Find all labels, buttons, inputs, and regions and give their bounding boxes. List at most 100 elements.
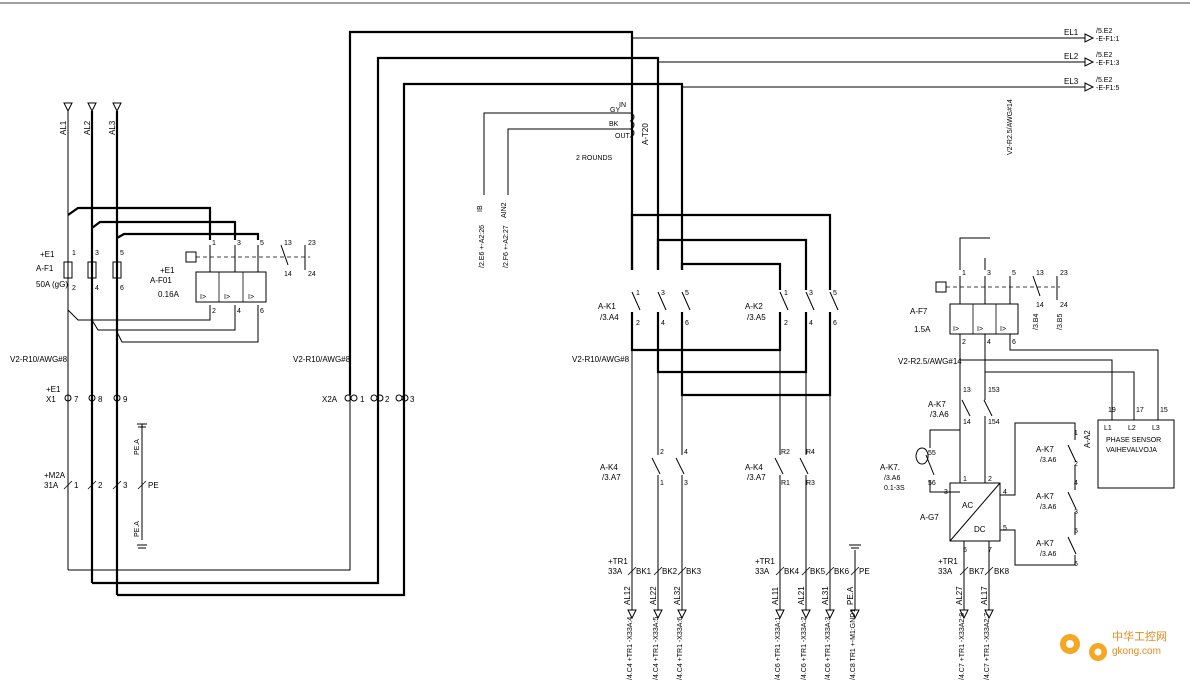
f7-tag: A-F7 xyxy=(910,307,928,316)
f7-term: 3 xyxy=(987,270,991,277)
k4b-term: R3 xyxy=(806,480,815,487)
el1-ref2: -E-F1:1 xyxy=(1096,36,1119,43)
x2a-term: 3 xyxy=(410,395,415,404)
relay-term: 3 xyxy=(237,240,241,247)
el3-ref: /5.E2 xyxy=(1096,77,1112,84)
ct-ref2: /2.F6 +-A2:27 xyxy=(503,225,510,268)
wire-al11: AL11 xyxy=(771,586,780,605)
ct-rounds: 2 ROUNDS xyxy=(576,155,613,162)
wire-pea: PE.A xyxy=(846,586,855,605)
el1-label: EL1 xyxy=(1064,28,1079,37)
k4b-ref: /3.A7 xyxy=(747,473,766,482)
fuse-a-f1 xyxy=(63,261,122,279)
relay-term: 6 xyxy=(260,308,264,315)
ct-out: OUT xyxy=(615,133,631,140)
phase-l: L2 xyxy=(1128,425,1136,432)
relay-term: 2 xyxy=(212,308,216,315)
el3-label: EL3 xyxy=(1064,77,1079,86)
cable-left: V2-R10/AWG#8 xyxy=(10,355,68,364)
k7r-term: 4 xyxy=(1074,480,1078,487)
svg-text:I>: I> xyxy=(224,294,230,301)
el3-ref2: -E-F1:5 xyxy=(1096,85,1119,92)
k4a-term: 4 xyxy=(684,449,688,456)
k2-term: 2 xyxy=(784,320,788,327)
k2-term: 1 xyxy=(784,290,788,297)
ref-a3: /4.C4 +TR1 -X33A:6 xyxy=(677,617,684,680)
k4b-tag: A-K4 xyxy=(745,463,763,472)
tr1a-rating: 33A xyxy=(608,567,623,576)
m2a-rating: 31A xyxy=(44,481,59,490)
relay-term: 13 xyxy=(284,240,292,247)
f7-ref2: /3.B5 xyxy=(1057,314,1064,330)
fuse-tag: A-F1 xyxy=(36,264,54,273)
el2-ref: /5.E2 xyxy=(1096,52,1112,59)
f7-term: 1 xyxy=(962,270,966,277)
k7t-term: 55 xyxy=(928,450,936,457)
k7r-term: 5 xyxy=(1074,528,1078,535)
g7-term: 2 xyxy=(988,476,992,483)
k4a-term: 1 xyxy=(660,480,664,487)
g7-tag: A-G7 xyxy=(920,513,939,522)
k7t-time: 0.1-3S xyxy=(884,485,905,492)
f7-cable: V2-R2.5/AWG#14 xyxy=(898,357,962,366)
fuse-term: 5 xyxy=(120,250,124,257)
ref-b3: /4.C6 +TR1 -X33A:3 xyxy=(825,617,832,680)
f7-term: 24 xyxy=(1060,302,1068,309)
contactor-k2 xyxy=(779,291,839,311)
tr1c-rating: 33A xyxy=(938,567,953,576)
svg-text:I>: I> xyxy=(977,326,983,333)
f7-term: 2 xyxy=(962,339,966,346)
ct-ain2: AIN2 xyxy=(501,202,508,218)
relay-term: 14 xyxy=(284,271,292,278)
ct-in: IN xyxy=(619,102,626,109)
tr1a-term: BK3 xyxy=(686,567,702,576)
fuse-term: 1 xyxy=(72,250,76,257)
ct-tag: A-T20 xyxy=(641,123,650,145)
gkong-logo xyxy=(1060,634,1107,661)
k4a-ref: /3.A7 xyxy=(602,473,621,482)
g7-term: 5 xyxy=(1003,525,1007,532)
k7-term: 154 xyxy=(988,419,1000,426)
wire-al27: AL27 xyxy=(955,586,964,605)
ref-c1: /4.C7 +TR1 -X33A2:8 xyxy=(959,613,966,680)
current-transformer xyxy=(483,112,635,195)
f7-term: 14 xyxy=(1036,302,1044,309)
phase-term: 19 xyxy=(1108,407,1116,414)
k7-term: 153 xyxy=(988,387,1000,394)
m2a-label: +M2A xyxy=(44,471,66,480)
k7r-term: 3 xyxy=(1074,509,1078,516)
k7-term: 13 xyxy=(963,387,971,394)
k2-ref: /3.A5 xyxy=(747,313,766,322)
ct-ib: IB xyxy=(477,205,484,212)
wire-al22: AL22 xyxy=(649,586,658,605)
g7-term: 1 xyxy=(963,476,967,483)
f7-term: 4 xyxy=(987,339,991,346)
g7-ac: AC xyxy=(962,501,973,510)
relay-a-f01: I> I> I> xyxy=(185,244,310,303)
tr1a-term: BK1 xyxy=(636,567,652,576)
fuse-e1: +E1 xyxy=(40,250,55,259)
fuse-term: 2 xyxy=(72,285,76,292)
x2a-term: 1 xyxy=(360,395,365,404)
x1-term: 8 xyxy=(98,395,103,404)
k1-term: 1 xyxy=(636,290,640,297)
al2-label: AL2 xyxy=(83,120,92,135)
m2a-pe: PE xyxy=(148,481,159,490)
f7-ref1: /3.B4 xyxy=(1033,314,1040,330)
k7r-term: 2 xyxy=(1074,461,1078,468)
el2-label: EL2 xyxy=(1064,52,1079,61)
k2-term: 5 xyxy=(833,290,837,297)
relay-e1: +E1 xyxy=(160,266,175,275)
g7-term: 6 xyxy=(963,547,967,554)
converter-a-g7 xyxy=(949,482,1001,542)
k7-ref: /3.A6 xyxy=(930,410,949,419)
m2a-term: 3 xyxy=(123,481,128,490)
k7r-ref: /3.A6 xyxy=(1040,551,1056,558)
phase-term: 17 xyxy=(1136,407,1144,414)
ref-c2: /4.C7 +TR1 -X33A2:7 xyxy=(984,613,991,680)
ref-a2: /4.C4 +TR1 -X33A:5 xyxy=(653,617,660,680)
x2a-term: 2 xyxy=(385,395,390,404)
k1-term: 6 xyxy=(685,320,689,327)
contactor-k4b xyxy=(774,457,809,475)
